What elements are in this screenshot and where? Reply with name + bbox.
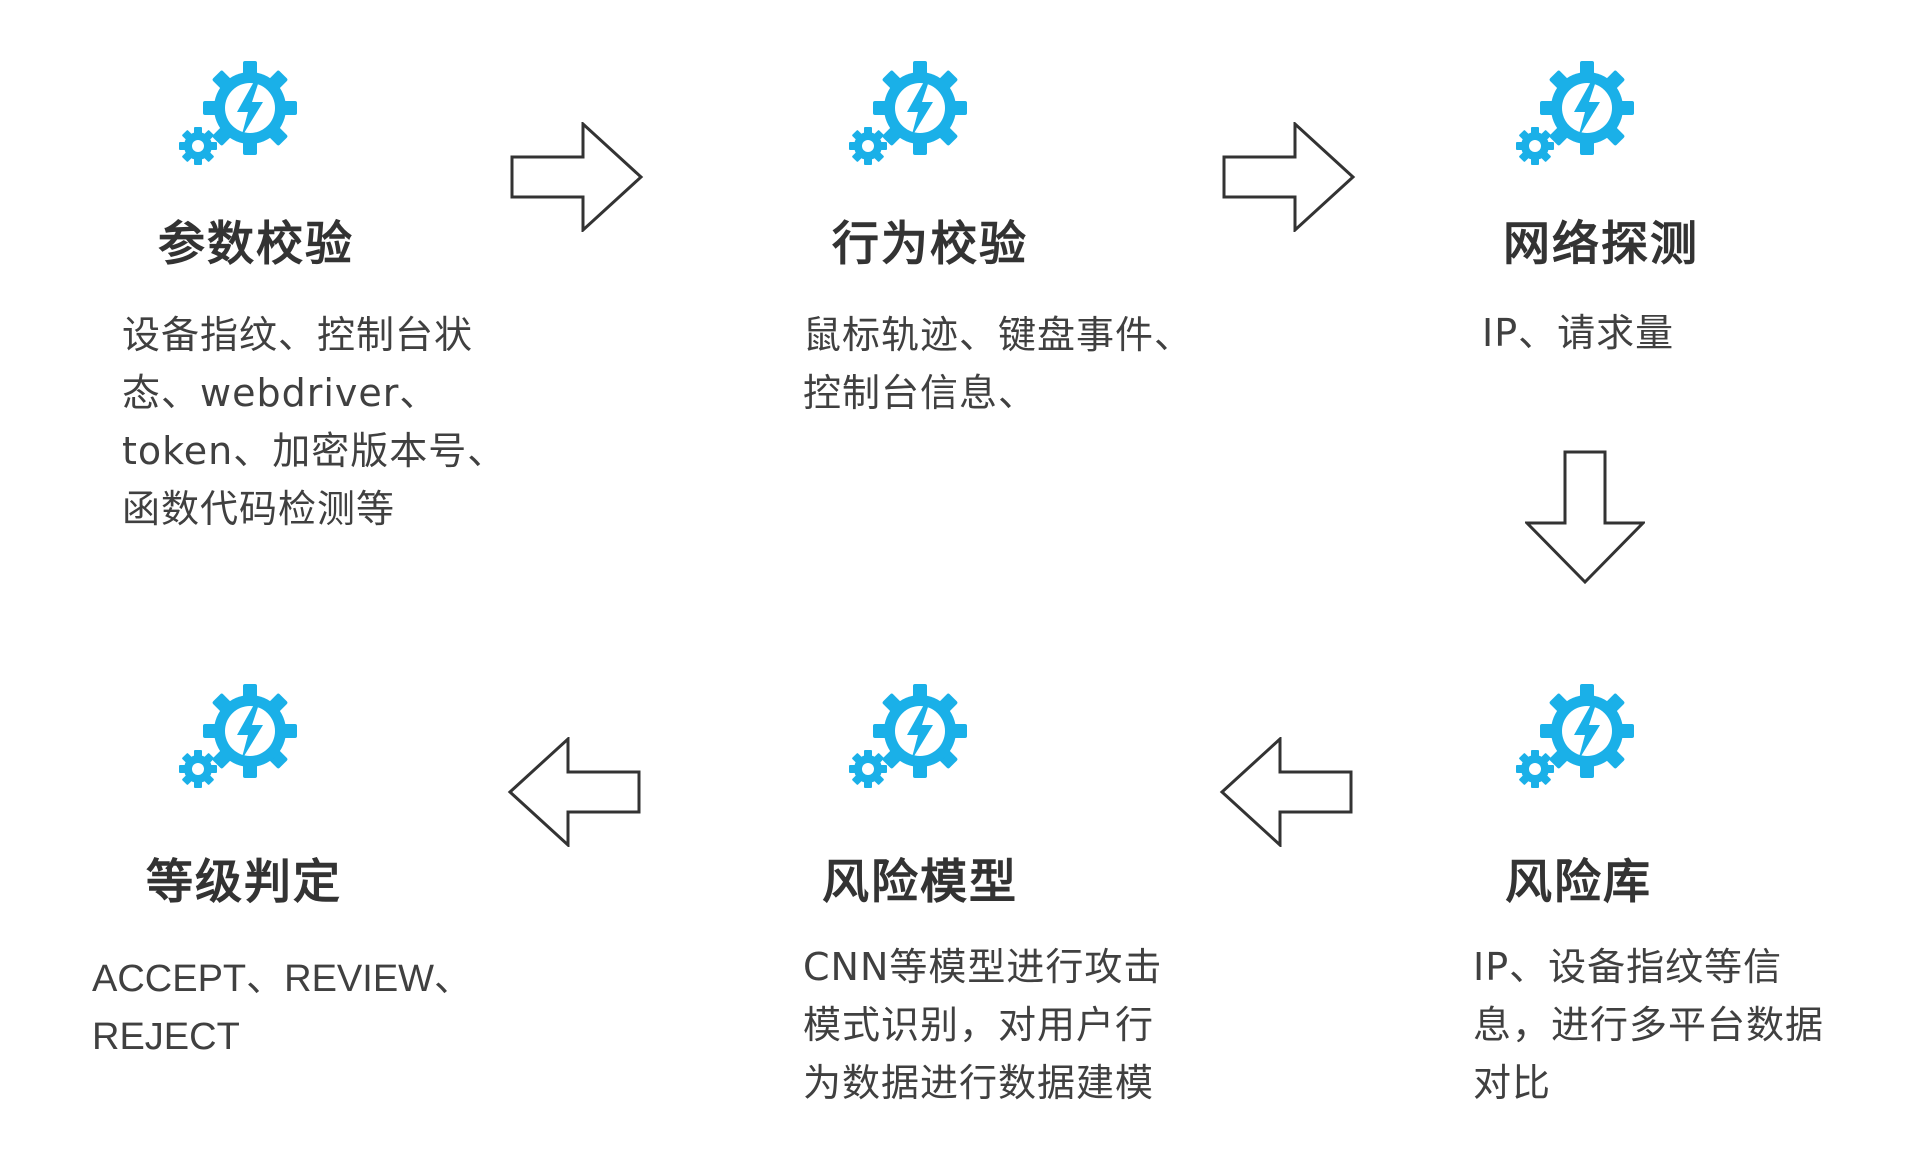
- gear-lightning-icon: [848, 683, 978, 793]
- step-title: 参数校验: [158, 217, 354, 272]
- gear-lightning-icon: [178, 683, 308, 793]
- gear-lightning-icon: [1515, 683, 1645, 793]
- arrow-left-icon: [1218, 737, 1353, 847]
- step-description: IP、设备指纹等信 息，进行多平台数据 对比: [1473, 945, 1825, 1105]
- gear-lightning-icon: [1515, 60, 1645, 170]
- step-title: 风险模型: [822, 855, 1018, 910]
- gear-lightning-icon: [848, 60, 978, 170]
- step-description: 鼠标轨迹、键盘事件、 控制台信息、: [803, 313, 1194, 415]
- step-title: 等级判定: [146, 855, 342, 910]
- arrow-right-icon: [1222, 122, 1357, 232]
- step-description: CNN等模型进行攻击 模式识别，对用户行 为数据进行数据建模: [803, 945, 1163, 1105]
- step-title: 行为校验: [832, 217, 1028, 272]
- arrow-down-icon: [1525, 450, 1645, 585]
- arrow-left-icon: [506, 737, 641, 847]
- step-title: 网络探测: [1503, 217, 1699, 272]
- step-description: ACCEPT、REVIEW、 REJECT: [92, 958, 473, 1058]
- step-description: IP、请求量: [1482, 311, 1675, 355]
- step-description: 设备指纹、控制台状 态、webdriver、 token、加密版本号、 函数代码…: [122, 313, 507, 531]
- arrow-right-icon: [510, 122, 645, 232]
- gear-lightning-icon: [178, 60, 308, 170]
- step-title: 风险库: [1505, 855, 1652, 910]
